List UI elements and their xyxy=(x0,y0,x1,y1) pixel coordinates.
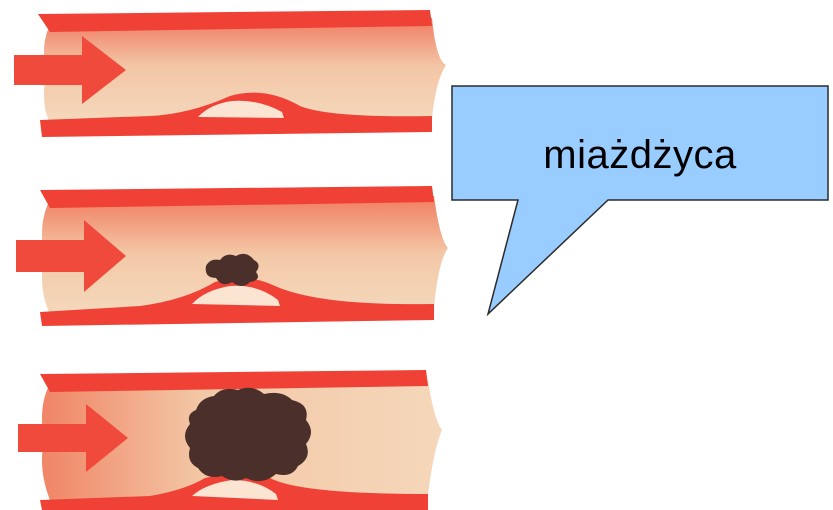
blood-clot xyxy=(185,388,311,481)
vessel-stage-3 xyxy=(18,370,442,510)
callout-bubble xyxy=(452,86,828,314)
vessel-stage-2 xyxy=(16,186,448,326)
vessel-stage-1 xyxy=(14,10,446,137)
